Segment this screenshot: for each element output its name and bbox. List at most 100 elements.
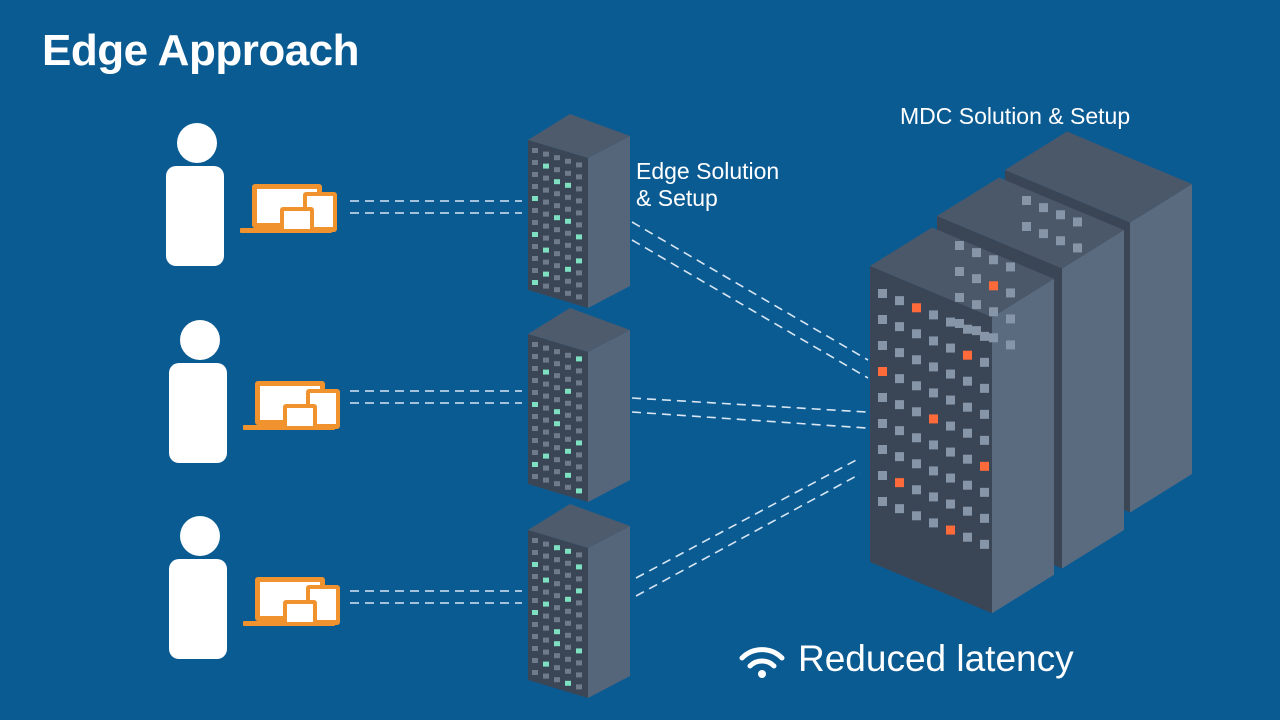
server-led (554, 605, 560, 611)
server-led (576, 210, 582, 216)
tower-led (878, 341, 887, 350)
tower-led (912, 329, 921, 339)
server-led (576, 234, 582, 240)
tower-led (980, 539, 989, 549)
server-led (532, 550, 538, 555)
server-led (576, 452, 582, 458)
server-led (565, 448, 571, 454)
server-led (532, 586, 538, 591)
server-led (554, 155, 560, 161)
user-edge-links (350, 200, 522, 604)
server-led (576, 270, 582, 276)
server-led (576, 660, 582, 666)
server-led (554, 433, 560, 439)
tower-led (929, 492, 938, 502)
server-led (576, 600, 582, 606)
server-led (576, 392, 582, 398)
server-led (532, 438, 538, 443)
server-led (554, 665, 560, 671)
tower-led (929, 336, 938, 346)
server-led (543, 345, 549, 351)
server-led (554, 629, 560, 635)
tower-led (912, 459, 921, 469)
server-led (532, 402, 538, 407)
wifi-icon (739, 647, 785, 678)
server-led (565, 266, 571, 272)
server-led (565, 412, 571, 418)
server-led (554, 167, 560, 173)
server-led (543, 637, 549, 643)
server-led (554, 545, 560, 551)
tower-led (929, 466, 938, 476)
laptop-tablet-phone-icon (243, 381, 340, 430)
server-front (528, 140, 588, 308)
user-row-1 (166, 123, 337, 266)
server-led (543, 187, 549, 193)
server-led (532, 354, 538, 359)
server-led (532, 658, 538, 663)
person-icon (166, 123, 224, 266)
server-led (576, 222, 582, 228)
server-led (576, 672, 582, 678)
tower-led-grid (955, 241, 1015, 350)
server-led (543, 625, 549, 631)
tower-led (963, 350, 972, 360)
server-side (588, 526, 630, 698)
server-led (543, 601, 549, 607)
tower-led (895, 400, 904, 410)
server-led (532, 538, 538, 543)
tower-led (946, 343, 955, 353)
server-led (532, 562, 538, 567)
server-side (588, 136, 630, 308)
server-rack-icon (528, 114, 630, 308)
tower-led (895, 374, 904, 384)
tower-led (955, 319, 964, 328)
server-led (554, 617, 560, 623)
server-led (543, 223, 549, 229)
server-led (532, 622, 538, 627)
server-led (554, 569, 560, 575)
server-led (554, 677, 560, 683)
tower-led-grid (878, 289, 989, 549)
server-led (543, 283, 549, 289)
server-led (565, 644, 571, 650)
server-led (532, 244, 538, 249)
mdc-solution-label: MDC Solution & Setup (900, 103, 1131, 129)
tower-led (929, 414, 938, 424)
tower-led (946, 369, 955, 379)
server-led (565, 608, 571, 614)
tower-led (929, 518, 938, 528)
server-led (576, 552, 582, 558)
server-rack-icon (528, 504, 630, 698)
server-led (565, 400, 571, 406)
server-led (543, 441, 549, 447)
server-led (543, 565, 549, 571)
server-led (543, 247, 549, 253)
reduced-latency-label: Reduced latency (798, 638, 1074, 679)
server-led (565, 584, 571, 590)
server-led (554, 361, 560, 367)
tower-led (895, 296, 904, 306)
server-led (554, 469, 560, 475)
server-led (565, 484, 571, 490)
tower-led (963, 454, 972, 464)
tower-led (878, 471, 887, 480)
server-led (576, 198, 582, 204)
edge-mdc-links (631, 221, 869, 597)
server-led (554, 287, 560, 293)
server-led (565, 290, 571, 296)
tower-led (895, 426, 904, 436)
server-led (565, 460, 571, 466)
reduced-latency-callout: Reduced latency (738, 638, 1074, 680)
server-led (576, 174, 582, 180)
server-led (554, 349, 560, 355)
server-led (576, 588, 582, 594)
tower-led (895, 478, 904, 488)
tower-led (878, 367, 887, 376)
server-led (565, 182, 571, 188)
server-led (543, 541, 549, 547)
tower-led (980, 461, 989, 471)
server-led (576, 576, 582, 582)
server-led (565, 632, 571, 638)
tower-led (955, 241, 964, 250)
